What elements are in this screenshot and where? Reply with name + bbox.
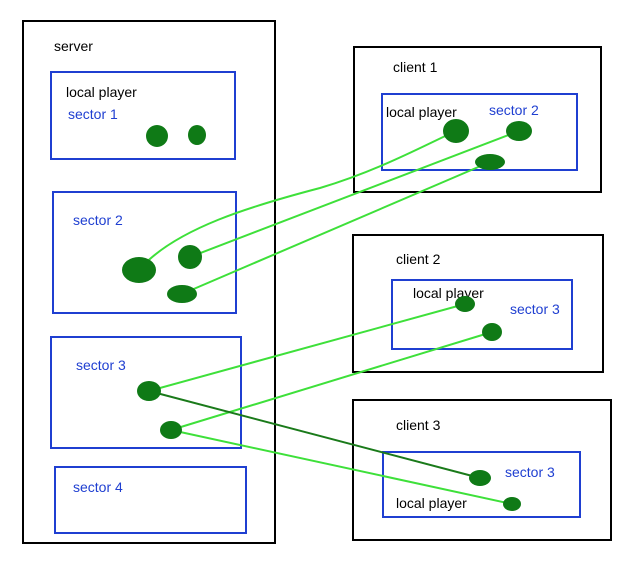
player-dot	[146, 125, 168, 147]
replication-link	[148, 390, 481, 479]
client-1-sector-box	[381, 93, 578, 171]
client-2-box	[352, 234, 604, 373]
client-2-local-player-label: local player	[413, 285, 484, 301]
replication-link	[170, 331, 493, 431]
player-dot	[506, 121, 532, 141]
player-dot	[482, 323, 502, 341]
server-sector-2-box	[52, 191, 237, 314]
server-sector-3-box	[50, 336, 242, 449]
client-2-sector-label: sector 3	[510, 301, 560, 317]
player-dot	[178, 245, 202, 269]
player-dot	[188, 125, 206, 145]
client-1-sector-label: sector 2	[489, 102, 539, 118]
client-3-local-player-label: local player	[396, 495, 467, 511]
replication-link	[181, 161, 491, 295]
player-dot	[167, 285, 197, 303]
replication-link	[170, 429, 513, 505]
replication-link	[148, 303, 466, 392]
client-1-box	[353, 46, 602, 193]
player-dot	[455, 296, 475, 312]
server-label: server	[54, 38, 93, 54]
player-dot	[443, 119, 469, 143]
replication-link	[189, 130, 520, 258]
server-sector-2-label: sector 2	[73, 212, 123, 228]
player-dot	[137, 381, 161, 401]
server-sector-1-local-player-label: local player	[66, 84, 137, 100]
server-sector-3-label: sector 3	[76, 357, 126, 373]
server-sector-4-label: sector 4	[73, 479, 123, 495]
player-dot	[122, 257, 156, 283]
player-dot	[475, 154, 505, 170]
player-dot	[469, 470, 491, 486]
player-dot	[160, 421, 182, 439]
client-1-label: client 1	[393, 59, 438, 75]
client-3-sector-label: sector 3	[505, 464, 555, 480]
client-3-sector-box	[382, 451, 581, 518]
server-sector-1-box	[50, 71, 236, 160]
client-3-label: client 3	[396, 417, 441, 433]
server-box	[22, 20, 276, 544]
client-1-local-player-label: local player	[386, 104, 457, 120]
player-dot	[503, 497, 521, 511]
server-sector-4-box	[54, 466, 247, 534]
server-sector-1-label: sector 1	[68, 106, 118, 122]
client-3-box	[352, 399, 612, 541]
replication-link	[138, 130, 457, 271]
client-2-label: client 2	[396, 251, 441, 267]
client-2-sector-box	[391, 279, 573, 350]
